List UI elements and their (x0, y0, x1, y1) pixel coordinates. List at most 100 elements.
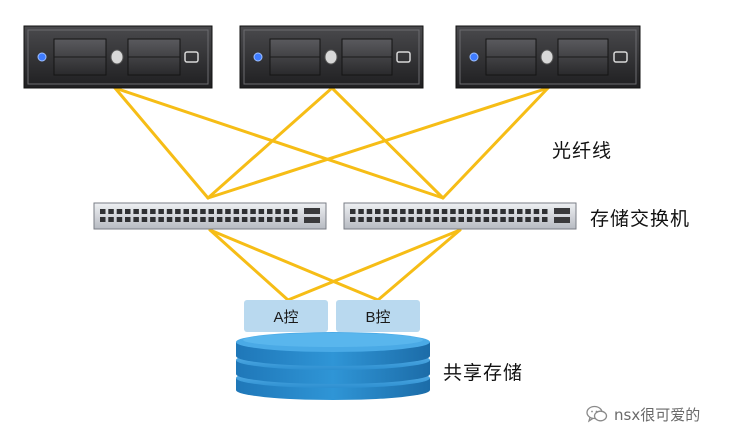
fiber-cables (113, 86, 550, 302)
switch-port (450, 217, 456, 222)
controller-a-label: A控 (273, 308, 299, 326)
switch-port (475, 209, 481, 214)
switch-port (241, 217, 248, 222)
uplink-port-icon (554, 217, 570, 223)
fiber-cable (206, 86, 334, 200)
fiber-cable (208, 228, 290, 302)
switch-port (283, 217, 290, 222)
switch-port (100, 217, 106, 222)
switch-port (267, 209, 273, 214)
storage-switch-2 (343, 202, 577, 230)
switch-port (408, 209, 414, 214)
switch-port (425, 217, 431, 222)
switch-port (517, 217, 523, 222)
switch-port (166, 217, 173, 222)
switch-port (358, 217, 364, 222)
switch-port (416, 217, 423, 222)
storage-switch-1 (93, 202, 327, 230)
switch-port (375, 217, 381, 222)
switch-port (483, 209, 490, 214)
switch-port (216, 217, 223, 222)
switch-port (458, 209, 464, 214)
shared-storage-stack (236, 332, 430, 400)
controller-a: A控 (244, 300, 328, 332)
uplink-port-icon (304, 217, 320, 223)
switch-port (458, 217, 464, 222)
server-1 (23, 25, 213, 89)
fiber-cable (441, 86, 550, 200)
switch-port (141, 209, 148, 214)
power-button-icon (110, 49, 124, 65)
switch-port (258, 217, 265, 222)
switch-port (241, 209, 248, 214)
server-3 (455, 25, 641, 89)
server-2 (239, 25, 424, 89)
switch-port (283, 209, 290, 214)
switch-port (500, 217, 506, 222)
switch-port (100, 209, 106, 214)
switch-port (116, 209, 123, 214)
switch-port (366, 217, 373, 222)
switch-port (292, 217, 298, 222)
switch-port (416, 209, 423, 214)
switch-port (225, 217, 231, 222)
switch-label: 存储交换机 (590, 208, 691, 230)
switch-port (191, 217, 198, 222)
controller-b-label: B控 (365, 308, 391, 326)
switch-port (175, 209, 181, 214)
controller-b: B控 (336, 300, 420, 332)
switch-port (108, 209, 114, 214)
fiber-cable (113, 86, 445, 200)
switch-port (358, 209, 364, 214)
switch-port (133, 209, 139, 214)
switch-port (116, 217, 123, 222)
switch-port (408, 217, 414, 222)
usb-port-icon (184, 51, 199, 63)
switch-port (441, 209, 448, 214)
switch-port (400, 209, 406, 214)
switch-port (216, 209, 223, 214)
switch-port (542, 209, 548, 214)
fiber-cable (208, 228, 380, 302)
fiber-cable (376, 228, 462, 302)
switch-port (525, 217, 531, 222)
fiber-cable (330, 86, 445, 200)
switch-port (466, 217, 473, 222)
fiber-label: 光纤线 (552, 140, 613, 162)
switch-port (250, 209, 256, 214)
switch-port (183, 209, 189, 214)
switch-port (108, 217, 114, 222)
storage-label: 共享存储 (443, 362, 524, 384)
switch-port (175, 217, 181, 222)
switch-port (166, 209, 173, 214)
switch-port (208, 209, 214, 214)
switch-port (466, 209, 473, 214)
switch-port (225, 209, 231, 214)
switch-port (450, 209, 456, 214)
switch-port (433, 217, 439, 222)
uplink-port-icon (554, 208, 570, 214)
switch-port (400, 217, 406, 222)
switch-port (517, 209, 523, 214)
switch-port (375, 209, 381, 214)
power-led-icon (469, 52, 479, 62)
fiber-cable (206, 86, 550, 200)
switch-port (366, 209, 373, 214)
switch-port (525, 209, 531, 214)
switch-port (275, 217, 281, 222)
watermark: nsx很可爱的 (586, 403, 700, 425)
switch-port (191, 209, 198, 214)
power-led-icon (253, 52, 263, 62)
switch-port (491, 217, 498, 222)
switch-port (133, 217, 139, 222)
switch-port (350, 209, 356, 214)
switch-port (125, 217, 131, 222)
switch-port (208, 217, 214, 222)
usb-port-icon (613, 51, 628, 63)
switch-port (183, 217, 189, 222)
switch-port (391, 209, 398, 214)
switch-port (200, 209, 206, 214)
switch-port (475, 217, 481, 222)
switch-port (383, 209, 389, 214)
switch-port (250, 217, 256, 222)
